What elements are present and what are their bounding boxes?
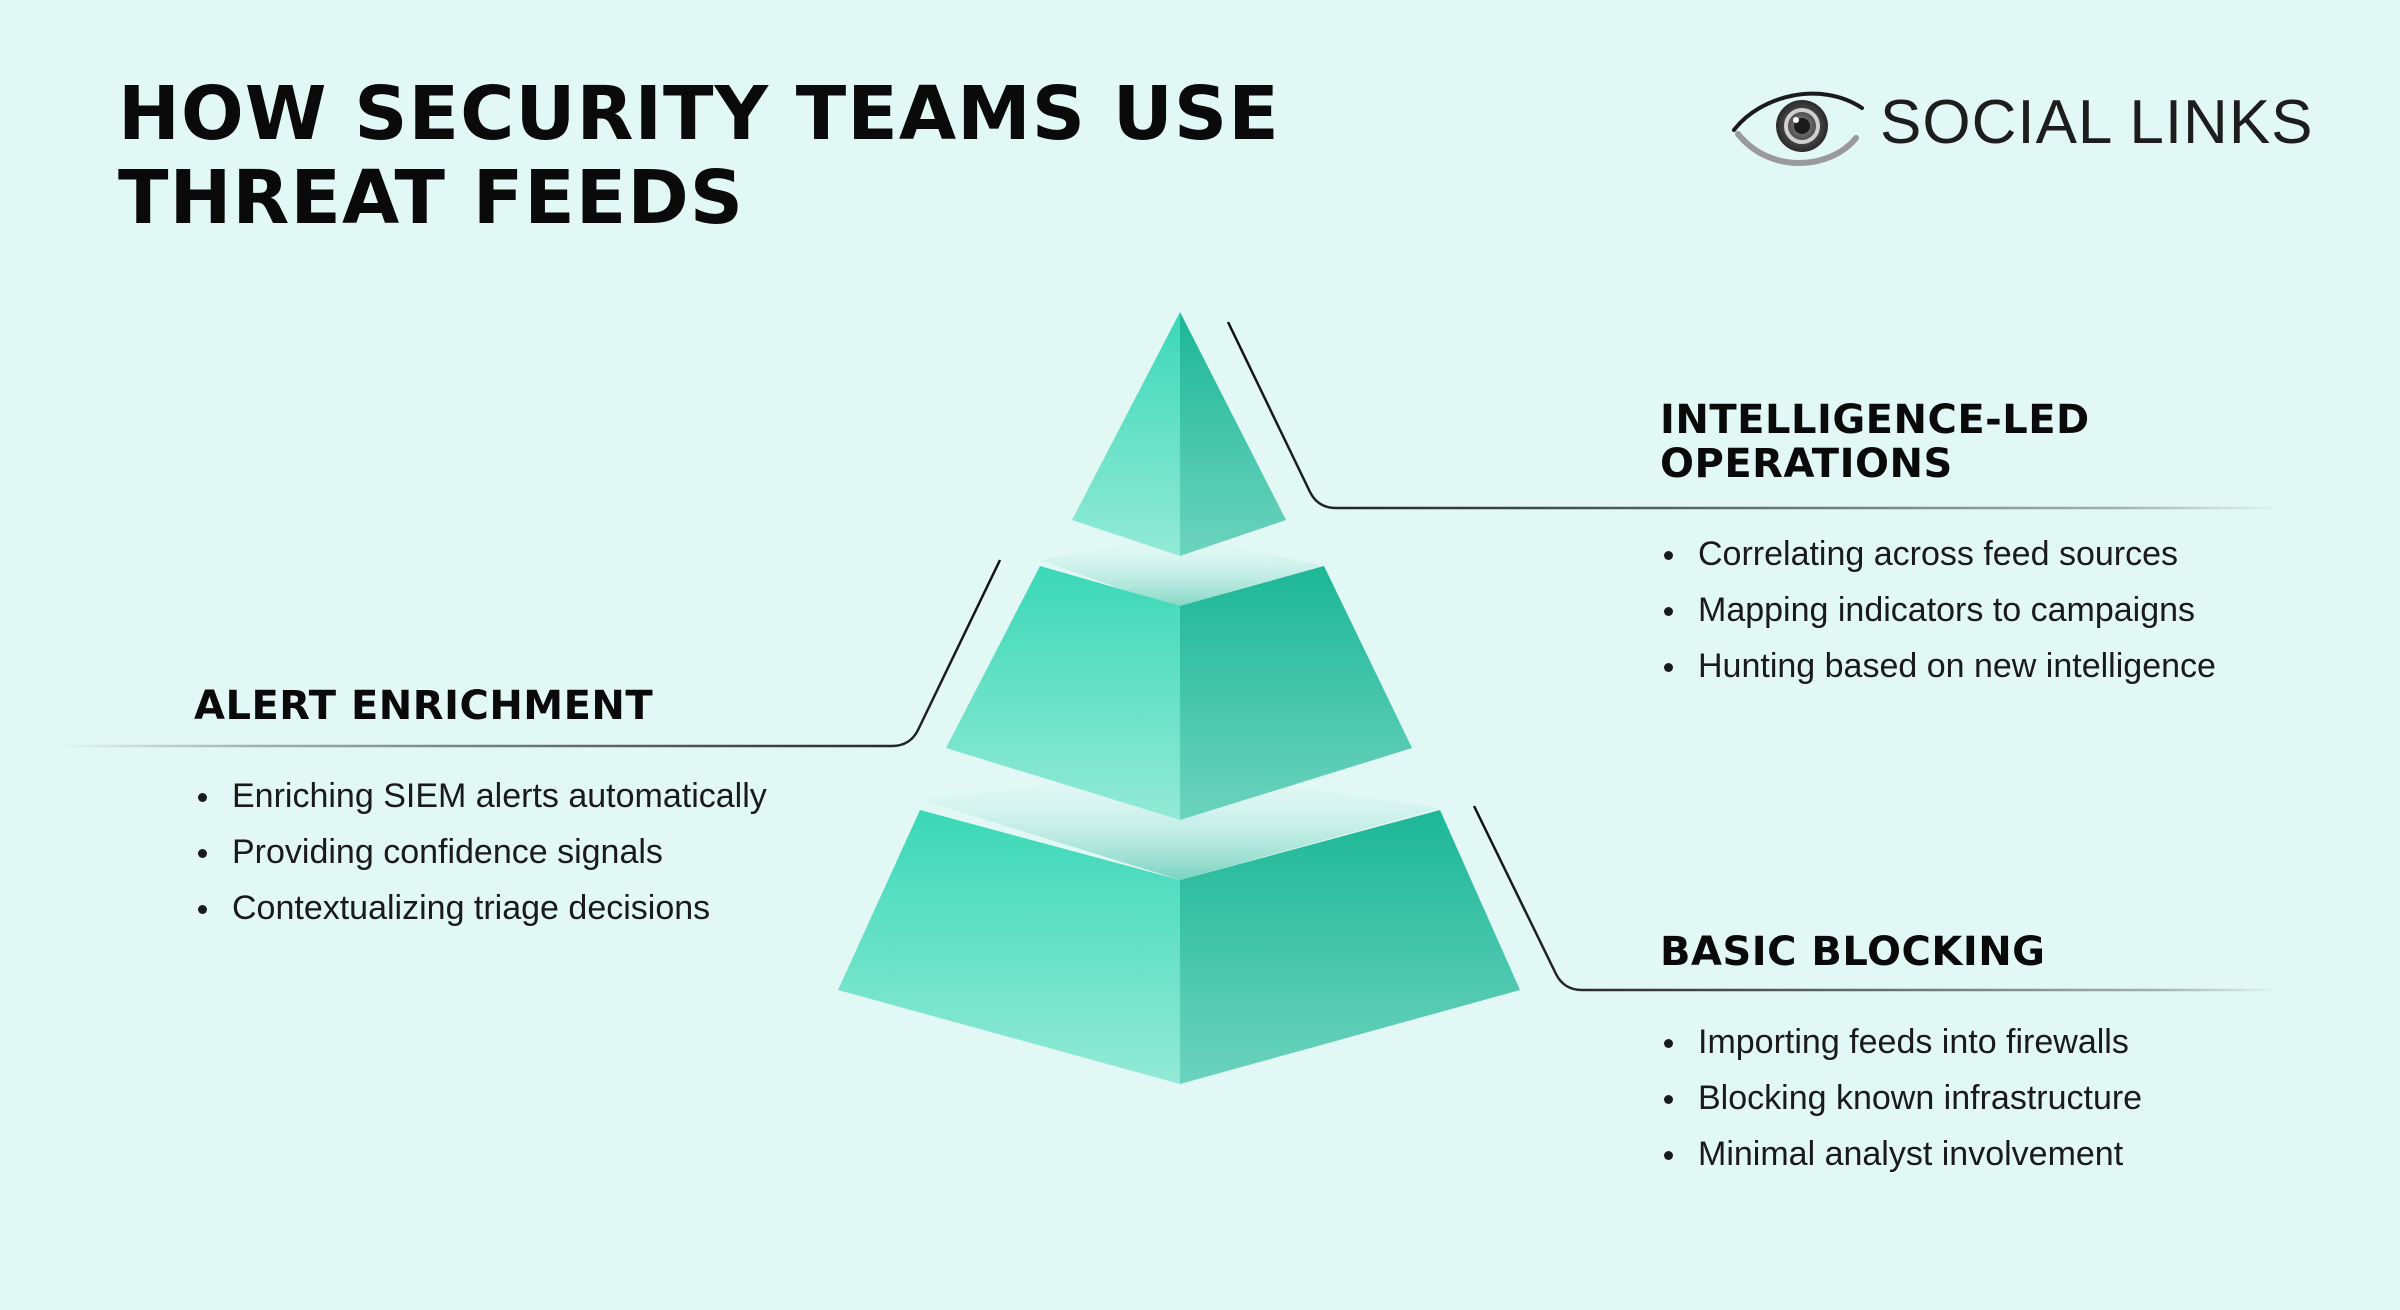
tier-basic-blocking: BASIC BLOCKING Importing feeds into fire…: [1660, 930, 2142, 1182]
pyramid-tier-top: [1072, 312, 1286, 556]
bullet-list: Enriching SIEM alerts automatically Prov…: [194, 768, 767, 936]
tier-title-line-1: ALERT ENRICHMENT: [194, 684, 767, 728]
bullet-item: Correlating across feed sources: [1660, 526, 2216, 582]
bullet-item: Hunting based on new intelligence: [1660, 638, 2216, 694]
bullet-item: Enriching SIEM alerts automatically: [194, 768, 767, 824]
bullet-item: Blocking known infrastructure: [1660, 1070, 2142, 1126]
bullet-item: Mapping indicators to campaigns: [1660, 582, 2216, 638]
bullet-list: Correlating across feed sources Mapping …: [1660, 526, 2216, 694]
bullet-item: Minimal analyst involvement: [1660, 1126, 2142, 1182]
tier-intelligence-led-operations: INTELLIGENCE-LED OPERATIONS Correlating …: [1660, 398, 2216, 694]
tier-alert-enrichment: ALERT ENRICHMENT Enriching SIEM alerts a…: [194, 684, 767, 936]
tier-title: ALERT ENRICHMENT: [194, 684, 767, 728]
tier-title-line-1: BASIC BLOCKING: [1660, 930, 2142, 974]
bullet-list: Importing feeds into firewalls Blocking …: [1660, 1014, 2142, 1182]
tier-title: INTELLIGENCE-LED OPERATIONS: [1660, 398, 2216, 486]
tier-title-line-1: INTELLIGENCE-LED: [1660, 398, 2216, 442]
bullet-item: Importing feeds into firewalls: [1660, 1014, 2142, 1070]
bullet-item: Contextualizing triage decisions: [194, 880, 767, 936]
tier-title-line-2: OPERATIONS: [1660, 442, 2216, 486]
bullet-item: Providing confidence signals: [194, 824, 767, 880]
tier-title: BASIC BLOCKING: [1660, 930, 2142, 974]
